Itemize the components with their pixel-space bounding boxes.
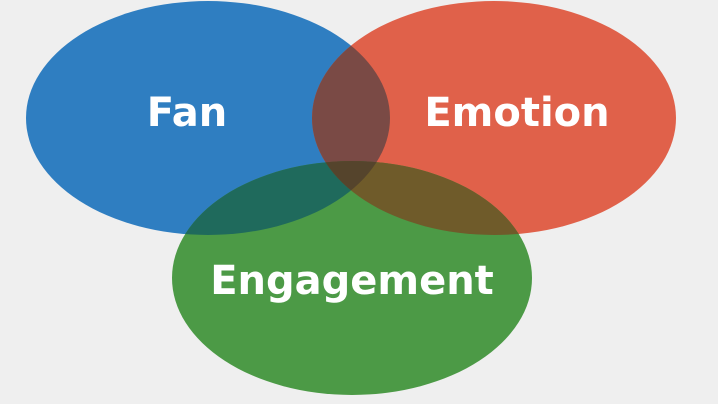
engagement-label: Engagement bbox=[210, 258, 494, 304]
emotion-label: Emotion bbox=[424, 90, 609, 136]
fan-engagement-overlap bbox=[172, 161, 390, 235]
fan-label: Fan bbox=[147, 90, 227, 136]
emotion-engagement-overlap-group bbox=[312, 161, 532, 235]
emotion-engagement-overlap bbox=[312, 161, 532, 235]
fan-engagement-overlap-group bbox=[172, 161, 390, 235]
